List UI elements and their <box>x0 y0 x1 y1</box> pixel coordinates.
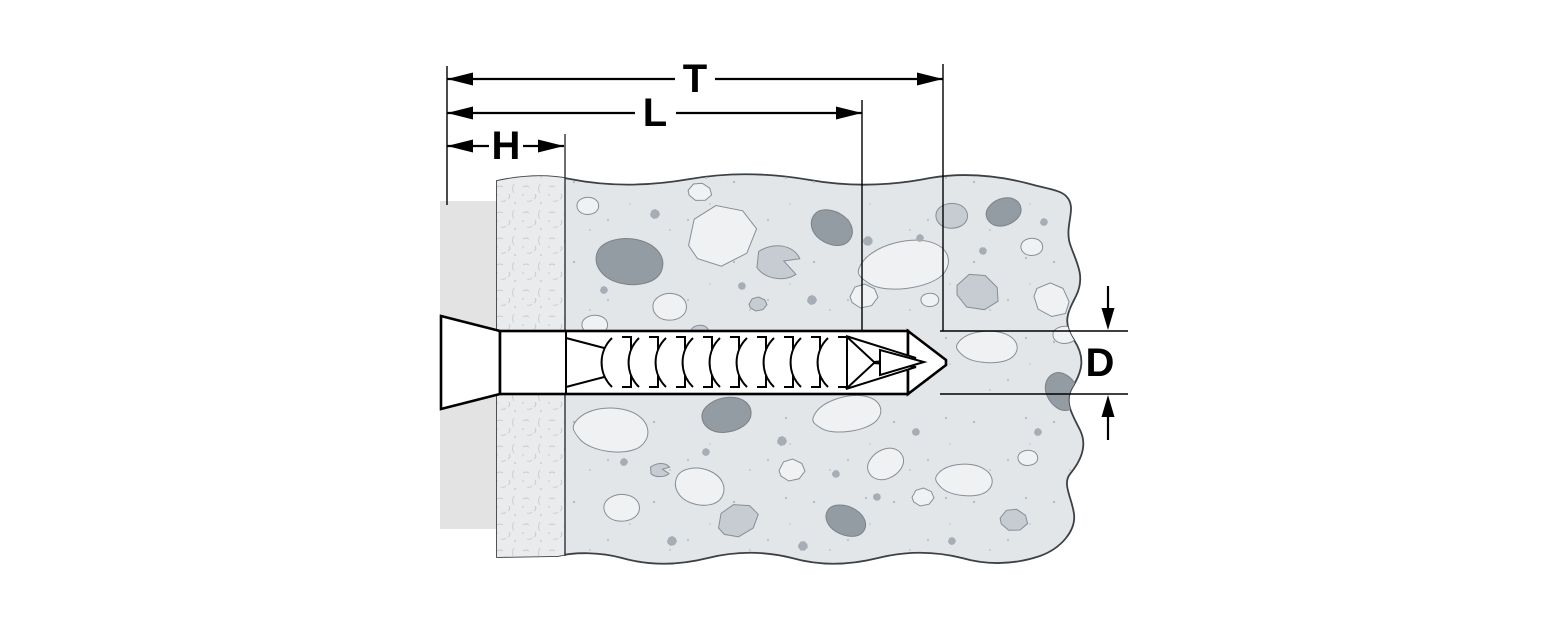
screw-thread-arc <box>708 337 721 388</box>
dowel-funnel-top-line <box>565 337 609 350</box>
screw-thread-arc <box>681 337 694 388</box>
arrowhead-right-icon <box>836 106 862 120</box>
aggregate-stone <box>577 197 599 214</box>
dimension-h: H <box>447 124 564 168</box>
dimension-t-label: T <box>683 57 707 101</box>
aggregate-stone <box>604 494 640 521</box>
dimension-d: D <box>1086 286 1115 440</box>
screw-thread-bracket <box>838 336 848 388</box>
dimension-h-label: H <box>492 124 521 168</box>
screw-thread-arc <box>600 337 613 388</box>
aggregate-stone <box>653 293 687 320</box>
screw-thread-arc <box>816 337 829 388</box>
screw-thread-arc <box>735 337 748 388</box>
aggregate-stone <box>921 293 939 306</box>
aggregate-stone <box>1021 238 1043 255</box>
dowel-assembly <box>439 314 948 411</box>
dowel-funnel-bottom-line <box>565 375 609 388</box>
arrowhead-right-icon <box>538 139 564 153</box>
screw-thread-arc <box>654 337 667 388</box>
screw-thread-arc <box>762 337 775 388</box>
dimension-t: T <box>447 57 943 101</box>
dimension-d-label: D <box>1086 341 1115 385</box>
dimension-l: L <box>447 91 862 135</box>
dimension-l-label: L <box>643 91 667 135</box>
arrowhead-left-icon <box>447 139 473 153</box>
aggregate-stone <box>1053 326 1077 343</box>
aggregate-stone <box>1018 450 1038 465</box>
screw-thread-arc <box>789 337 802 388</box>
arrowhead-down-icon <box>1101 308 1115 330</box>
aggregate-stone <box>936 203 968 228</box>
screw-thread-pattern <box>600 336 848 388</box>
dowel-tip-cone <box>906 328 948 397</box>
arrowhead-right-icon <box>917 72 943 86</box>
dowel-head <box>439 314 502 411</box>
screw-thread-arc <box>627 337 640 388</box>
arrowhead-left-icon <box>447 106 473 120</box>
arrowhead-left-icon <box>447 72 473 86</box>
arrowhead-up-icon <box>1101 395 1115 417</box>
screw-point-tip <box>879 348 928 377</box>
